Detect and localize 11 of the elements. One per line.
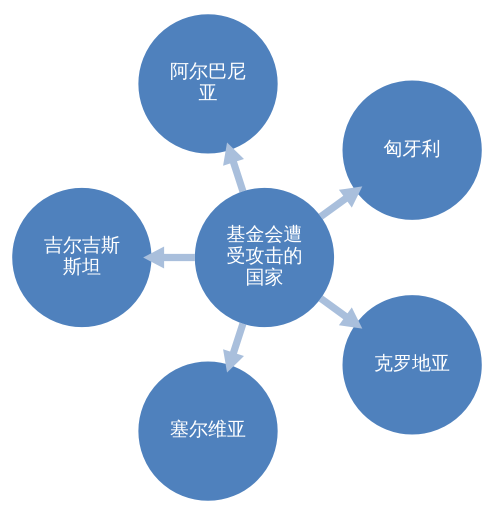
arrow [223,322,246,373]
node-circle: 匈牙利 [342,80,482,220]
node-circle: 基金会遭受攻击的国家 [194,188,334,328]
node-circle: 阿尔巴尼亚 [138,14,278,154]
node-circle: 吉尔吉斯斯坦 [12,188,152,328]
arrow [318,186,362,220]
arrow [143,246,195,268]
node-circle: 克罗地亚 [342,295,482,434]
arrow [318,295,362,329]
node-circle: 塞尔维亚 [138,362,278,501]
arrow [223,142,246,192]
